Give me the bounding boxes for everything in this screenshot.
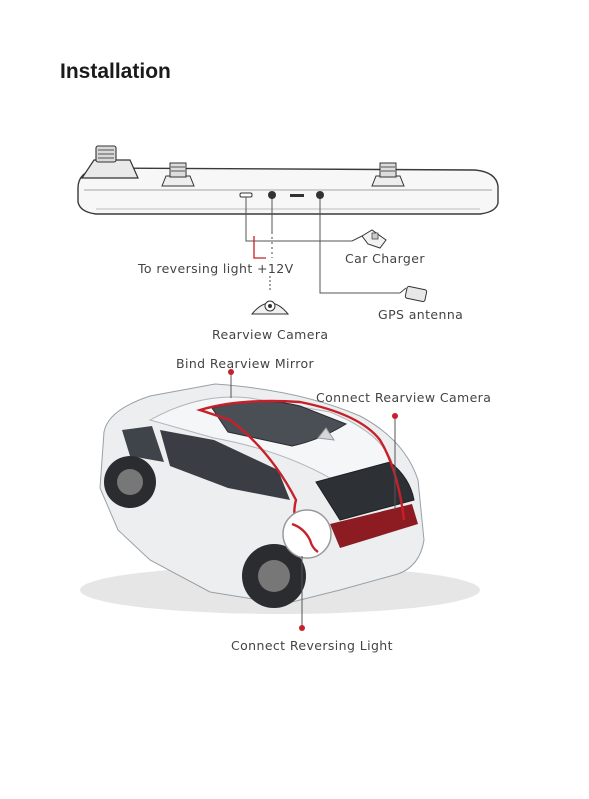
bind-mirror-label: Bind Rearview Mirror [176, 356, 314, 371]
connect-camera-label: Connect Rearview Camera [316, 390, 491, 405]
car-illustration [80, 384, 480, 614]
connect-light-label: Connect Reversing Light [231, 638, 393, 653]
